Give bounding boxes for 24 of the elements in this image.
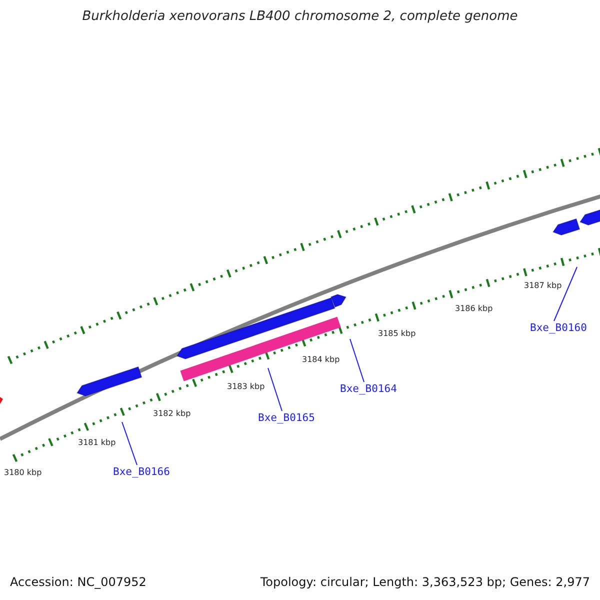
position-label: 3180 kbp xyxy=(4,468,42,478)
chart-title: Burkholderia xenovorans LB400 chromosome 2, complete genome xyxy=(81,9,519,24)
leader-line xyxy=(350,338,364,382)
position-label: 3182 kbp xyxy=(153,409,191,419)
gene-label: Bxe_B0164 xyxy=(340,383,397,395)
gene-block xyxy=(330,294,347,308)
position-label: 3186 kbp xyxy=(455,304,493,314)
gene-label: Bxe_B0166 xyxy=(113,466,170,478)
leader-line xyxy=(268,368,282,412)
gene-block xyxy=(180,316,341,382)
position-label: 3184 kbp xyxy=(302,355,340,365)
footer-text: Accession: NC_007952 xyxy=(10,575,146,589)
gene-block xyxy=(76,366,142,396)
position-label: 3183 kbp xyxy=(227,382,265,392)
footer-text: Topology: circular; Length: 3,363,523 bp; Genes: 2,977 xyxy=(260,575,590,589)
position-label: 3187 kbp xyxy=(524,281,562,291)
gene-label: Bxe_B0165 xyxy=(258,412,315,424)
leader-line xyxy=(122,422,138,466)
leader-line xyxy=(554,266,578,322)
position-label: 3181 kbp xyxy=(78,438,116,448)
position-label: 3185 kbp xyxy=(378,329,416,339)
gene-block xyxy=(552,218,580,236)
gene-label: Bxe_B0160 xyxy=(530,322,587,334)
gene-block xyxy=(579,209,600,226)
